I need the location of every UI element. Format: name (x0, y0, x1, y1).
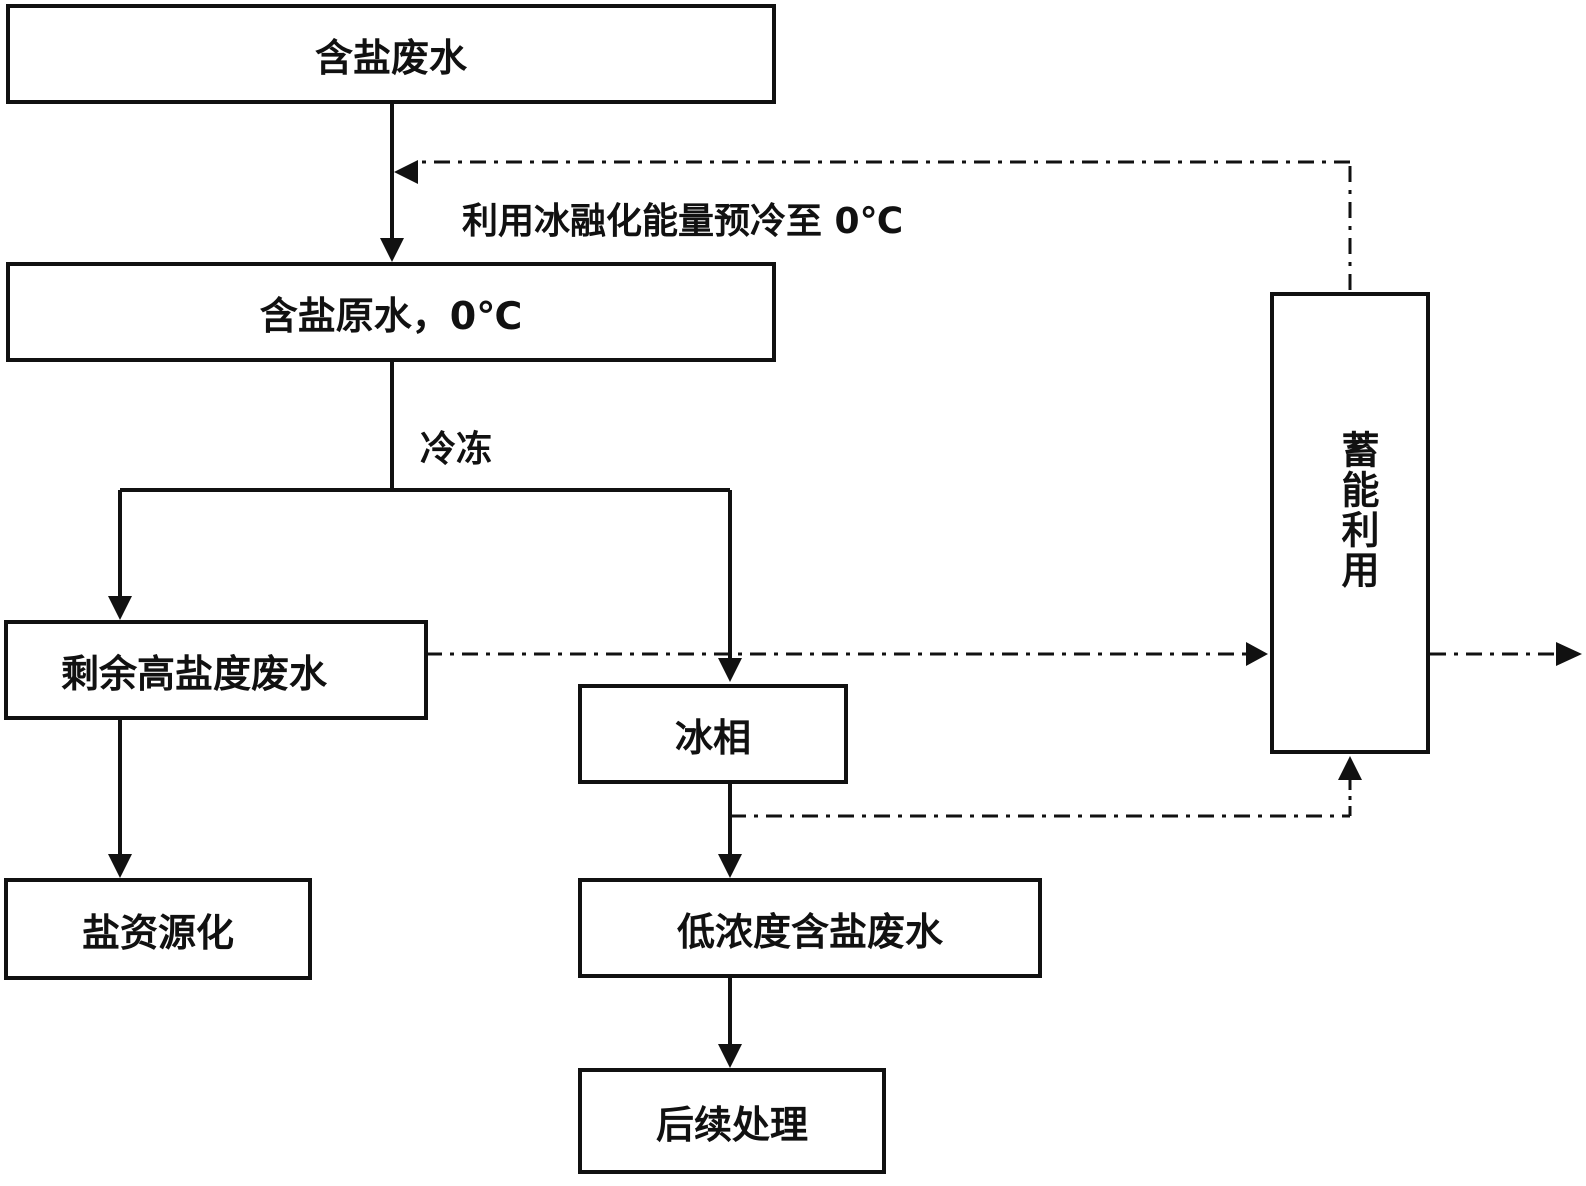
node-saline-raw-water-box (6, 262, 776, 362)
node-salt-recovery-box (4, 878, 312, 980)
residual-to-storage-dashed-line (426, 642, 1268, 666)
node-residual-high-salinity-label: 剩余高盐度废水 (60, 651, 327, 696)
node-ice-phase-box (578, 684, 848, 784)
node-low-concentration-box (578, 878, 1042, 978)
freezing-annotation: 冷冻 (420, 429, 493, 470)
node-energy-storage-box (1270, 292, 1430, 754)
node-low-concentration-label: 低浓度含盐废水 (676, 909, 943, 954)
node-residual-high-salinity-box (4, 620, 428, 720)
node-energy-storage-label: 蓄能利用 (1335, 430, 1379, 590)
ice-to-storage-dashed-line (730, 756, 1362, 818)
arrow-ice-to-low-concentration (718, 782, 742, 878)
arrow-wastewater-to-rawwater (380, 104, 404, 262)
node-salt-recovery-label: 盐资源化 (81, 910, 234, 955)
arrow-residual-to-salt-recovery (108, 718, 132, 878)
freezing-split-lines (108, 360, 742, 682)
node-saline-wastewater-box (6, 4, 776, 104)
node-post-treatment-label: 后续处理 (655, 1102, 808, 1147)
precool-annotation: 利用冰融化能量预冷至 0℃ (462, 201, 904, 242)
node-saline-raw-water-label: 含盐原水，0℃ (259, 293, 523, 338)
energy-return-dashed-line (394, 160, 1352, 290)
node-saline-wastewater-label: 含盐废水 (314, 35, 467, 80)
storage-output-dashed-line (1430, 642, 1582, 666)
node-post-treatment-box (578, 1068, 886, 1174)
arrow-low-concentration-to-post-treatment (718, 972, 742, 1068)
node-ice-phase-label: 冰相 (674, 715, 751, 760)
